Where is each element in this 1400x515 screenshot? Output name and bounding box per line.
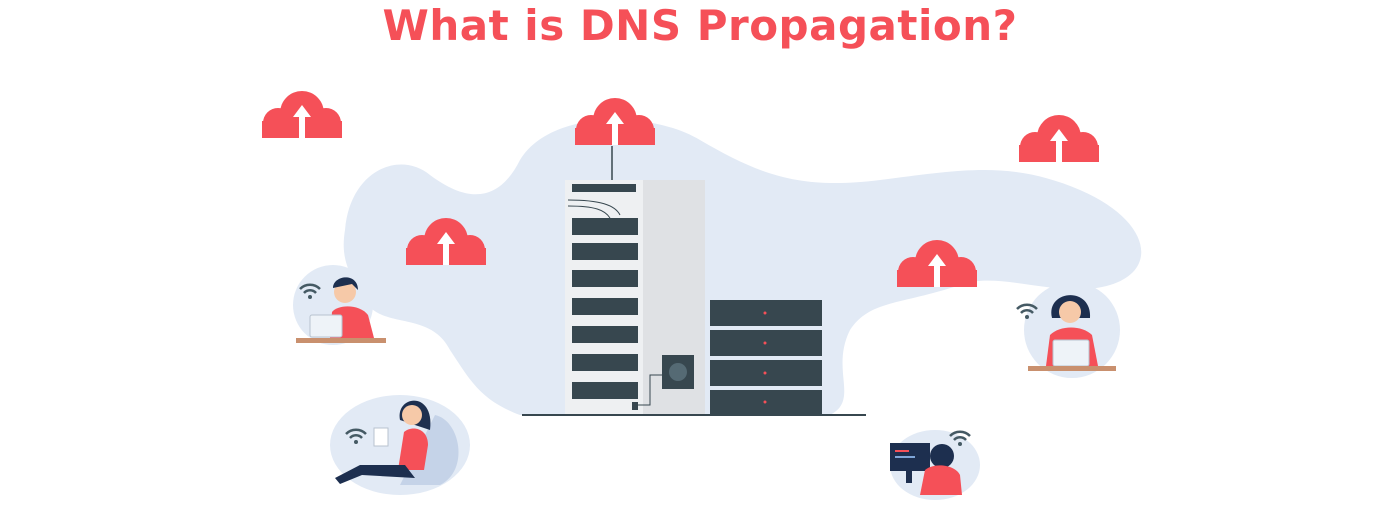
cloud-upload-icon (1019, 115, 1099, 162)
background-blob (343, 119, 1142, 415)
cloud-upload-icon (575, 98, 655, 145)
page-title: What is DNS Propagation? (382, 1, 1018, 50)
server-rack-icon (710, 300, 822, 415)
monitor-icon (890, 443, 930, 483)
person-laptop-right (1015, 282, 1120, 378)
person-laptop-left (293, 265, 386, 345)
server-icon (565, 180, 705, 415)
person-reading (330, 395, 470, 495)
person-monitor (890, 430, 980, 500)
cloud-upload-icon (262, 91, 342, 138)
